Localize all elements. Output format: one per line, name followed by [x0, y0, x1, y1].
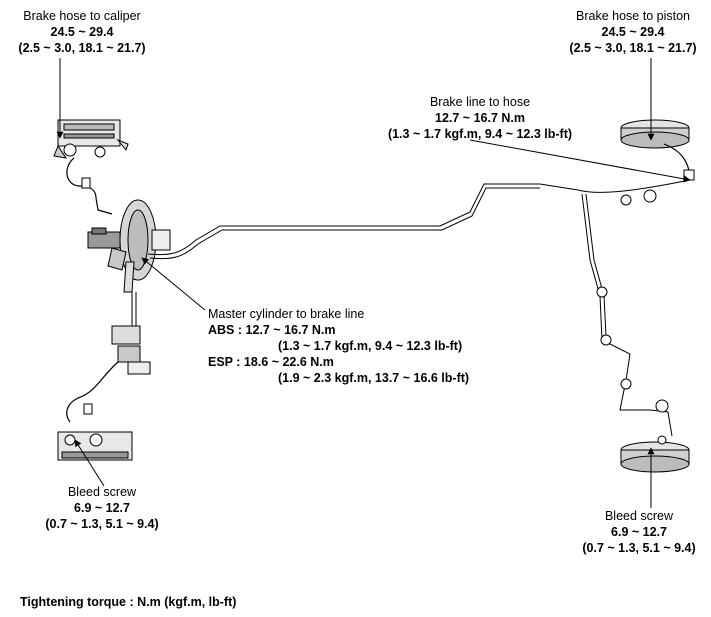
label-value: 6.9 ~ 12.7	[74, 501, 130, 515]
label-units: (1.3 ~ 1.7 kgf.m, 9.4 ~ 12.3 lb-ft)	[387, 127, 573, 141]
label-units: (0.7 ~ 1.3, 5.1 ~ 9.4)	[45, 517, 159, 531]
label-title: Master cylinder to brake line	[208, 307, 365, 321]
label-bleed-left: Bleed screw 6.9 ~ 12.7 (0.7 ~ 1.3, 5.1 ~…	[36, 484, 168, 532]
label-title: Brake hose to caliper	[23, 9, 141, 23]
label-units: (2.5 ~ 3.0, 18.1 ~ 21.7)	[569, 41, 697, 55]
label-value: 12.7 ~ 16.7 N.m	[435, 111, 525, 125]
esp-key: ESP :	[208, 355, 241, 369]
front-left-lower-caliper	[57, 431, 133, 461]
front-lower-hose	[66, 361, 119, 423]
line-clips	[596, 189, 669, 413]
label-value: 24.5 ~ 29.4	[601, 25, 665, 39]
label-value: 6.9 ~ 12.7	[611, 525, 667, 539]
label-bleed-right: Bleed screw 6.9 ~ 12.7 (0.7 ~ 1.3, 5.1 ~…	[572, 508, 706, 556]
label-line-to-hose: Brake line to hose 12.7 ~ 16.7 N.m (1.3 …	[360, 94, 600, 142]
abs-units: (1.3 ~ 1.7 kgf.m, 9.4 ~ 12.3 lb-ft)	[278, 339, 463, 353]
front-left-lower-assembly	[111, 292, 151, 375]
label-units: (0.7 ~ 1.3, 5.1 ~ 9.4)	[582, 541, 696, 555]
front-left-hose	[66, 157, 113, 215]
label-title: Bleed screw	[67, 485, 137, 499]
master-cylinder-booster	[87, 199, 171, 293]
rear-right-brake-lower	[620, 435, 690, 473]
label-fl-hose-caliper: Brake hose to caliper 24.5 ~ 29.4 (2.5 ~…	[6, 8, 158, 56]
label-title: Bleed screw	[604, 509, 674, 523]
leader-arrows	[56, 58, 691, 508]
abs-key: ABS :	[208, 323, 243, 337]
esp-value: 18.6 ~ 22.6 N.m	[243, 355, 334, 369]
label-rr-hose-piston: Brake hose to piston 24.5 ~ 29.4 (2.5 ~ …	[558, 8, 708, 56]
front-left-caliper	[53, 119, 129, 159]
label-title: Brake line to hose	[429, 95, 531, 109]
label-units: (2.5 ~ 3.0, 18.1 ~ 21.7)	[18, 41, 146, 55]
esp-units: (1.9 ~ 2.3 kgf.m, 13.7 ~ 16.6 lb-ft)	[278, 371, 470, 385]
footer-legend: Tightening torque : N.m (kgf.m, lb-ft)	[20, 595, 237, 609]
label-master-cylinder: Master cylinder to brake line ABS : 12.7…	[208, 306, 488, 386]
rear-right-brake-upper	[620, 119, 695, 181]
main-brake-line	[147, 179, 691, 256]
label-value: 24.5 ~ 29.4	[50, 25, 114, 39]
label-title: Brake hose to piston	[576, 9, 690, 23]
abs-value: 12.7 ~ 16.7 N.m	[245, 323, 336, 337]
